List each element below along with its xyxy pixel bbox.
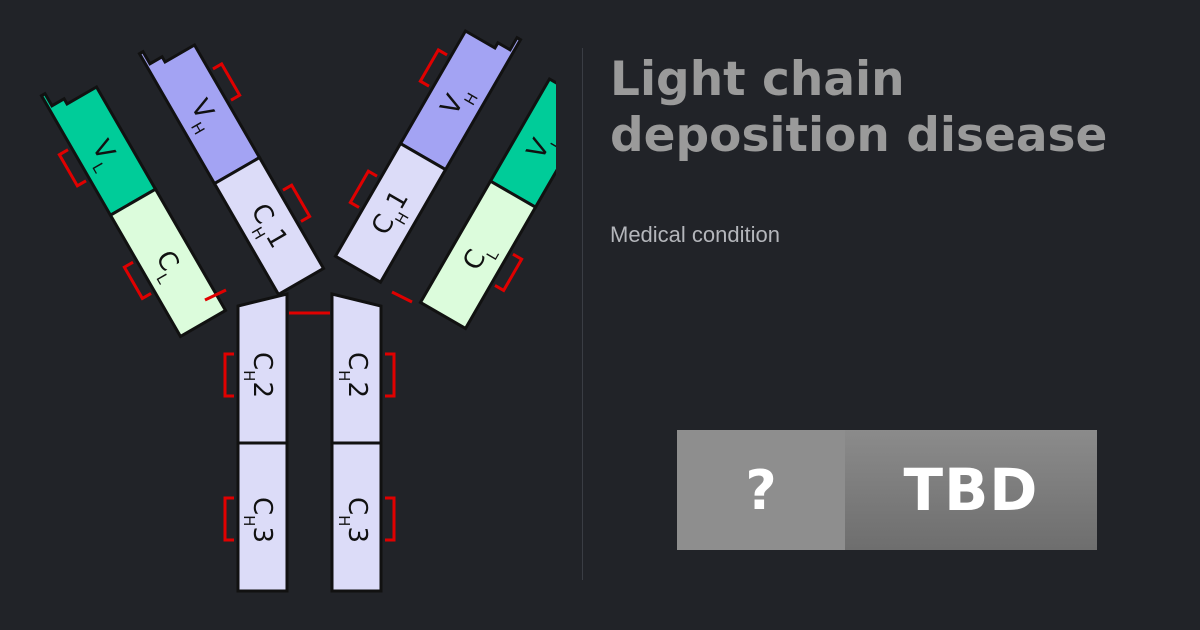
question-mark-icon: ?: [677, 430, 845, 550]
status-text: TBD: [845, 430, 1097, 550]
title-line-2: deposition disease: [610, 108, 1108, 163]
title-line-1: Light chain: [610, 52, 905, 107]
right-heavy-arm: VH CH1: [333, 28, 523, 285]
ch1-domain-right: [333, 141, 448, 285]
left-heavy-arm: VH CH1: [137, 42, 326, 297]
ch3-label-right: CH3: [335, 497, 372, 543]
cl-domain-right: [418, 179, 538, 331]
vl-domain-left: [39, 84, 158, 218]
ch2-label-right: CH2: [335, 352, 372, 398]
status-badge: ? TBD: [677, 430, 1097, 550]
subtitle: Medical condition: [610, 222, 780, 247]
ch3-domain-right: [330, 441, 383, 593]
page-title: Light chain deposition disease: [610, 52, 1200, 164]
left-light-arm: VL CL: [39, 84, 228, 339]
vh-domain-left: [137, 42, 262, 186]
ch3-domain-left: [236, 441, 289, 593]
vh-domain-right: [398, 28, 523, 172]
cl-domain-left: [108, 187, 228, 339]
ch1-domain-left: [212, 155, 326, 297]
right-light-arm: VL CL: [418, 76, 556, 331]
ch2-label-left: CH2: [240, 352, 277, 398]
antibody-diagram: VH CH1 VL CL VH: [39, 28, 556, 593]
vertical-divider: [582, 48, 583, 580]
ch3-label-left: CH3: [240, 497, 277, 543]
